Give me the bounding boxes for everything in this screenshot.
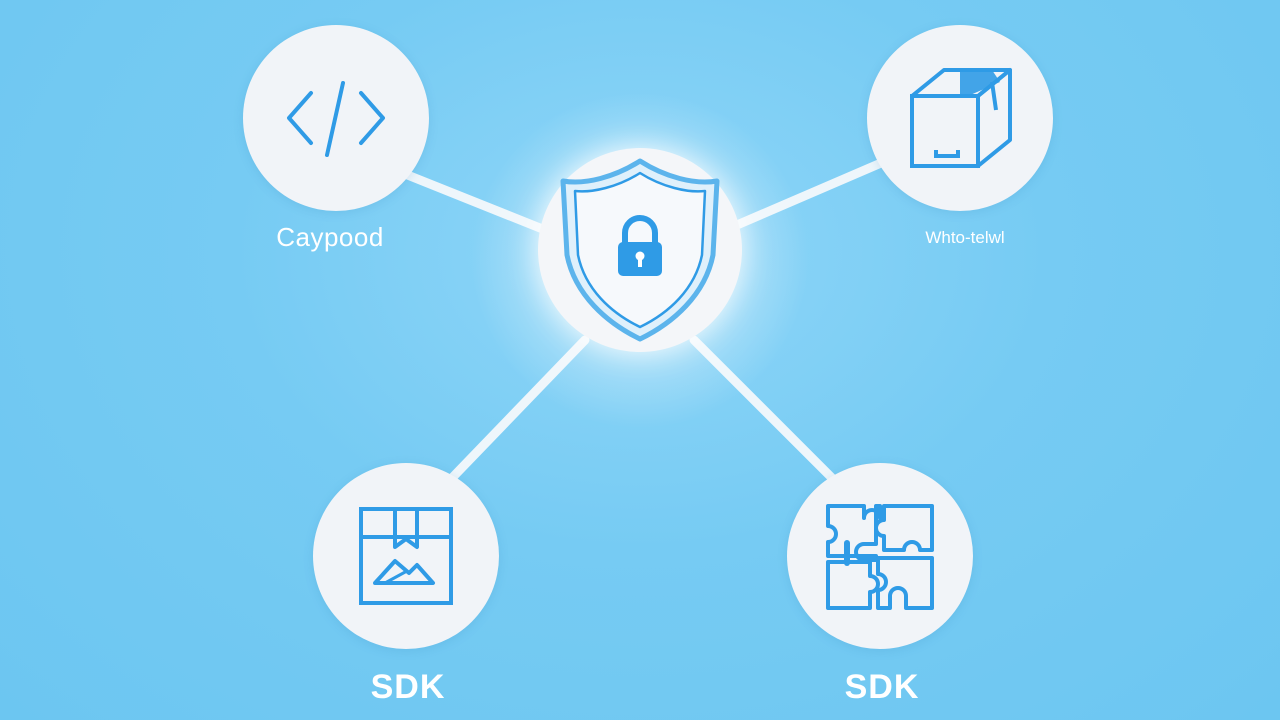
node-code <box>243 25 429 211</box>
package-box-icon <box>910 68 1012 168</box>
node-package <box>867 25 1053 211</box>
code-icon <box>287 81 385 157</box>
box-image-icon <box>359 507 453 605</box>
node-package-label: Whto-telwl <box>925 228 1005 247</box>
node-sdk-package <box>313 463 499 649</box>
node-sdk-plugin <box>787 463 973 649</box>
node-security <box>538 148 742 352</box>
node-sdk-plugin-label: SDK <box>844 668 920 706</box>
node-code-label: Caypood <box>276 222 384 252</box>
shield-lock-icon <box>560 158 720 342</box>
puzzle-icon <box>826 504 934 610</box>
node-sdk-package-label: SDK <box>370 668 446 706</box>
